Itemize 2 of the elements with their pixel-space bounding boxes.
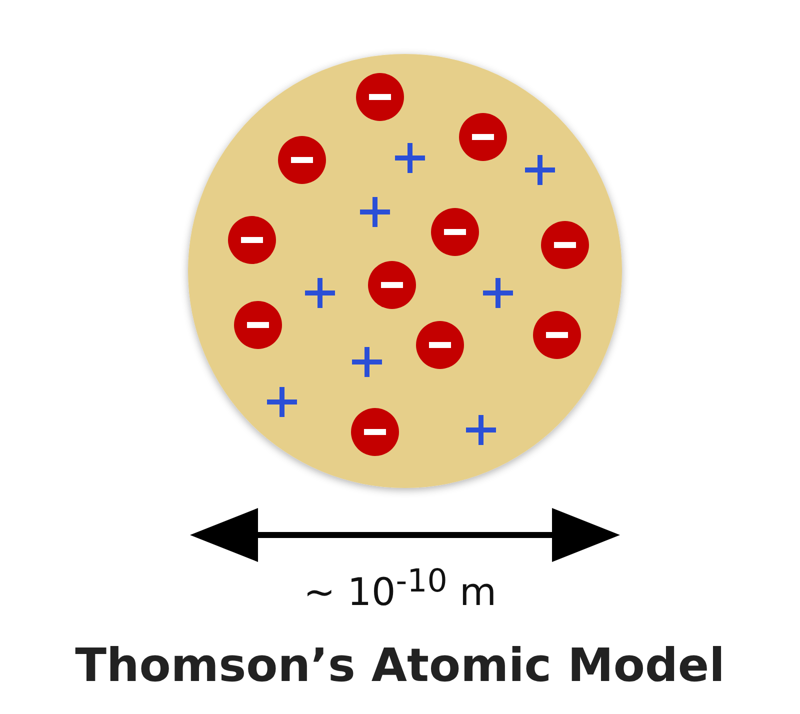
title: Thomson’s Atomic Model xyxy=(75,638,725,692)
measurement-label: ~ 10$^{-10}$ m xyxy=(303,570,497,614)
